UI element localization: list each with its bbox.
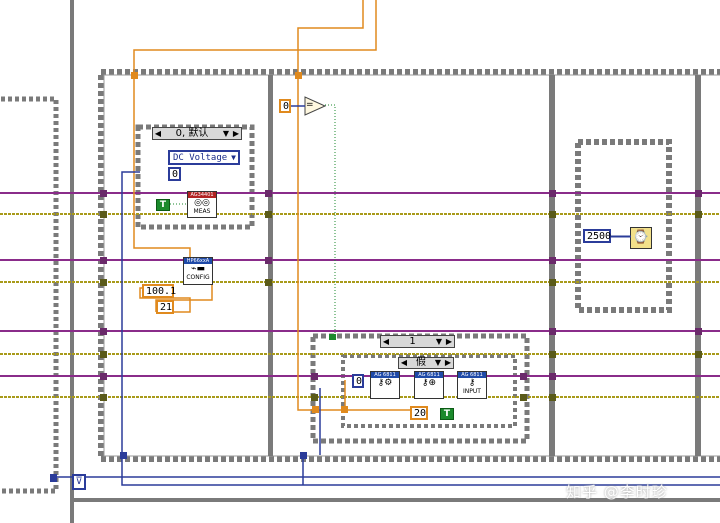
acq-input-label: INPUT (463, 388, 481, 395)
config-vi-label: CONFIG (186, 274, 210, 281)
range-constant[interactable]: 0 (168, 167, 181, 181)
case-dropdown-icon[interactable]: ▼ (222, 128, 230, 138)
wait-case-frame (575, 139, 672, 313)
nested-case-label: 假 (416, 357, 426, 368)
next-case-arrow-icon[interactable]: ▶ (232, 128, 240, 138)
dmm-measure-subvi[interactable]: AG34401 ◎◎ MEAS (187, 191, 217, 218)
main-case-label: 0, 默认 (175, 127, 209, 139)
flat-sequence-frame (98, 69, 720, 462)
watermark-text: 知乎 @李时珍 (566, 483, 668, 501)
dmm-vi-label: MEAS (193, 208, 211, 215)
acq-twenty-constant[interactable]: 20 (410, 406, 428, 420)
function-ring-value: DC Voltage (173, 153, 228, 163)
loop-stop-terminal[interactable]: ⊽ (72, 474, 86, 490)
compare-zero-constant[interactable]: 0 (279, 99, 291, 113)
nested-case-selector[interactable]: ◀ 假 ▼ ▶ (398, 357, 454, 369)
inner-prev-arrow-icon[interactable]: ◀ (382, 336, 390, 346)
bool-wire (170, 104, 336, 338)
true-constant-main[interactable]: T (156, 199, 170, 211)
prev-case-arrow-icon[interactable]: ◀ (154, 128, 162, 138)
tunnels (50, 72, 702, 482)
stopwatch-icon: ⌚ (632, 230, 650, 245)
equal-operator-label: = (306, 100, 314, 110)
wait-wire (611, 235, 631, 238)
inner-case-selector[interactable]: ◀ 1 ▼ ▶ (380, 335, 455, 348)
ring-dropdown-icon: ▼ (231, 153, 236, 162)
power-config-subvi[interactable]: HP66xxA ⌁▬ CONFIG (183, 257, 213, 285)
wait-ms-node[interactable]: ⌚ (630, 227, 652, 249)
acq-subvi-2[interactable]: AG 6811 ⚷⊕ (414, 371, 444, 399)
acq-subvi-1-header: AG 6811 (371, 372, 399, 378)
true-constant-inner[interactable]: T (440, 408, 454, 420)
nested-dropdown-icon[interactable]: ▼ (434, 358, 442, 367)
current-constant[interactable]: 21 (156, 300, 174, 314)
wait-ms-constant[interactable]: 2500 (583, 229, 611, 243)
meter-icon: ◎◎ (194, 198, 210, 208)
power-supply-icon: ⌁▬ (191, 264, 205, 274)
voltage-constant[interactable]: 100.1 (142, 284, 176, 298)
acq-subvi-3-header: AG 6811 (458, 372, 486, 378)
key-input-icon: ⚷ (468, 378, 476, 388)
key-icon: ⚷⚙ (377, 378, 393, 388)
acq-subvi-1[interactable]: AG 6811 ⚷⚙ (370, 371, 400, 399)
inner-next-arrow-icon[interactable]: ▶ (445, 336, 453, 346)
key-clock-icon: ⚷⊕ (421, 378, 437, 388)
main-case-selector[interactable]: ◀ 0, 默认 ▼ ▶ (152, 127, 242, 140)
bus-wires (0, 192, 720, 398)
numeric-wires (133, 0, 418, 411)
nested-next-arrow-icon[interactable]: ▶ (444, 358, 452, 367)
nested-prev-arrow-icon[interactable]: ◀ (400, 358, 408, 367)
acq-subvi-2-header: AG 6811 (415, 372, 443, 378)
inner-case-label: 1 (409, 335, 416, 347)
inner-dropdown-icon[interactable]: ▼ (435, 336, 443, 346)
dmm-vi-header: AG34401 (188, 192, 216, 198)
acq-subvi-3[interactable]: AG 6811 ⚷ INPUT (457, 371, 487, 399)
config-vi-header: HP66xxA (184, 258, 212, 264)
ref-wires (56, 171, 720, 486)
acq-zero-constant[interactable]: 0 (352, 374, 364, 388)
function-ring[interactable]: DC Voltage ▼ (168, 150, 240, 165)
